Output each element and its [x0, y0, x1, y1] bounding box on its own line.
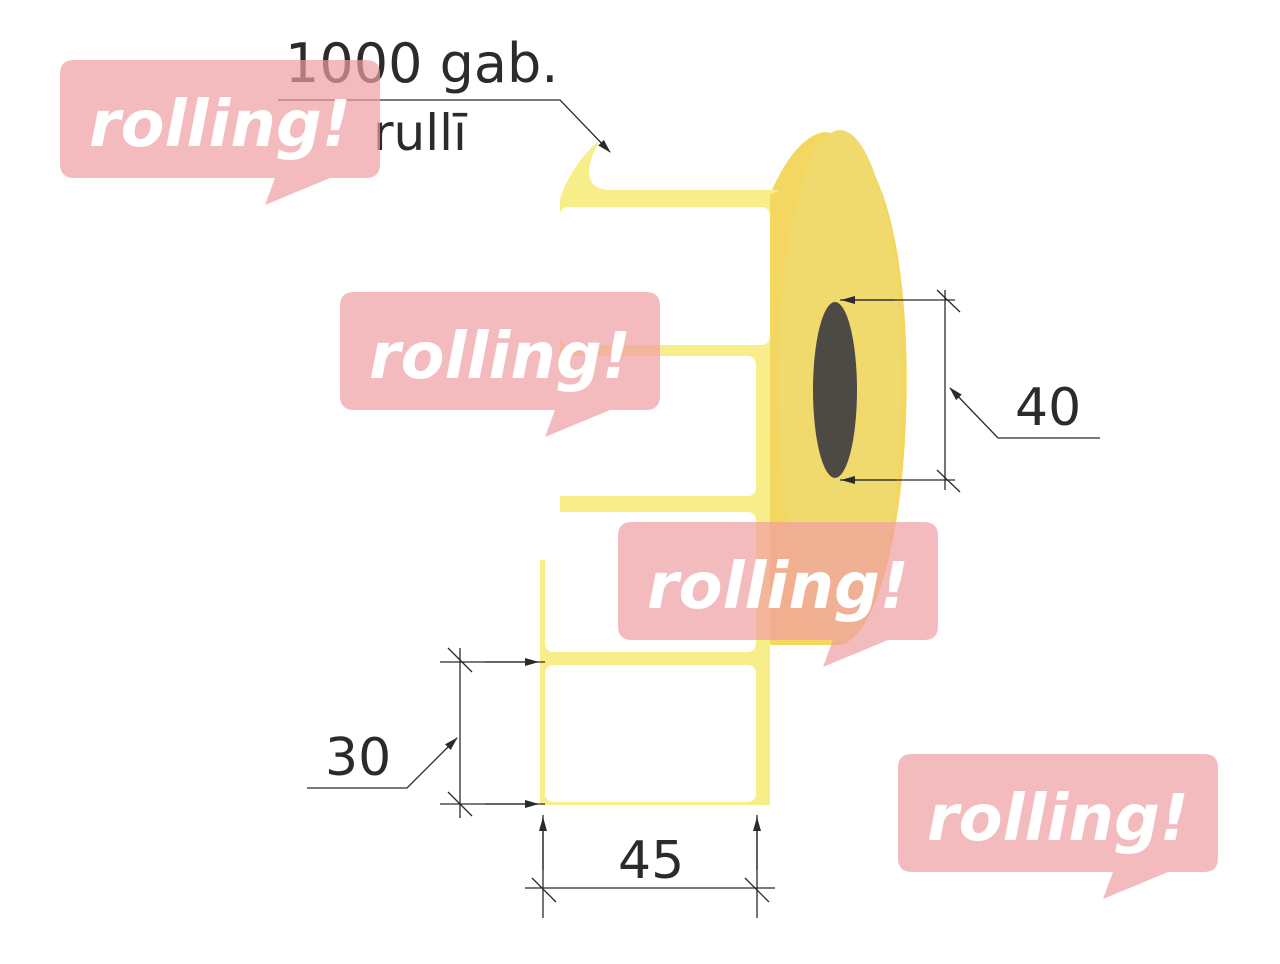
watermark-text: rolling!: [927, 782, 1189, 856]
watermark-logo: rolling!: [340, 292, 660, 437]
watermark-text: rolling!: [89, 88, 351, 162]
label-4: [545, 665, 756, 802]
watermark-logo: rolling!: [898, 754, 1218, 899]
watermarks: rolling! rolling! rolling! rolling!: [60, 60, 1218, 899]
watermark-logo: rolling!: [618, 522, 938, 667]
watermark-text: rolling!: [647, 550, 909, 624]
roll-core-icon: [813, 302, 857, 478]
core-diameter-value: 40: [1015, 378, 1081, 438]
watermark-text: rolling!: [369, 320, 631, 394]
label-height-value: 30: [325, 728, 391, 788]
core-leader: [949, 387, 1100, 439]
quantity-unit-text: rullī: [373, 104, 468, 162]
watermark-logo: rolling!: [60, 60, 380, 205]
height-leader: [307, 737, 458, 789]
label-roll: [540, 130, 907, 805]
label-width-value: 45: [618, 831, 684, 891]
